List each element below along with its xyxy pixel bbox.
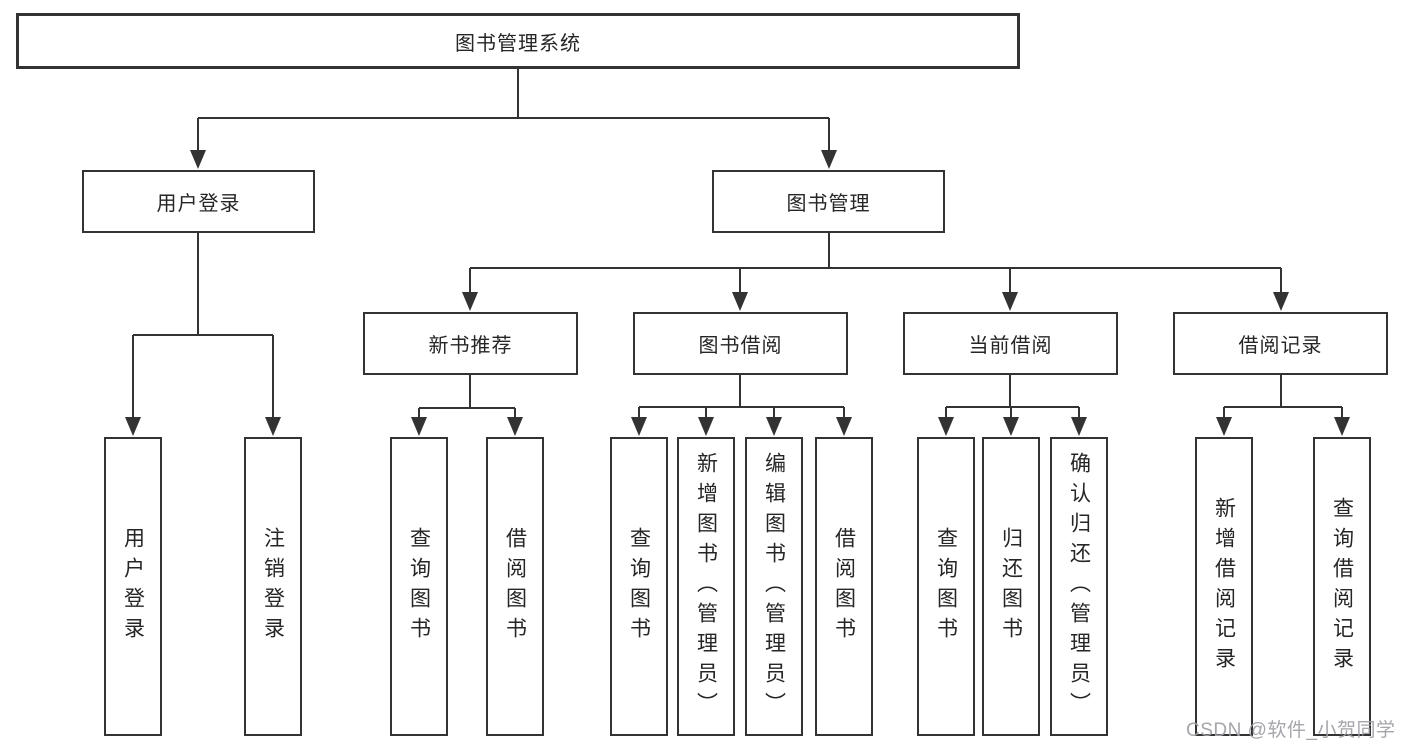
leaf-edit-book-admin: 编辑图书（管理员） xyxy=(745,437,803,736)
leaf-label: 新增借阅记录 xyxy=(1212,496,1236,677)
leaf-label: 查询图书 xyxy=(934,526,958,647)
connector-book-management-to-modules xyxy=(462,233,1289,311)
leaf-borrow-books-borrow: 借阅图书 xyxy=(815,437,873,736)
node-user-login-branch: 用户登录 xyxy=(82,170,315,233)
leaf-query-books-borrow: 查询图书 xyxy=(610,437,668,736)
leaf-label: 借阅图书 xyxy=(832,526,856,647)
node-root: 图书管理系统 xyxy=(16,13,1020,69)
leaf-query-books-current: 查询图书 xyxy=(917,437,975,736)
leaf-label: 借阅图书 xyxy=(503,526,527,647)
node-book-management: 图书管理 xyxy=(712,170,945,233)
connector-borrow-records-leaves xyxy=(1216,375,1350,436)
leaf-label: 归还图书 xyxy=(999,526,1023,647)
leaf-borrow-books-recommend: 借阅图书 xyxy=(486,437,544,736)
leaf-add-borrow-record: 新增借阅记录 xyxy=(1195,437,1253,736)
leaf-add-book-admin: 新增图书（管理员） xyxy=(677,437,735,736)
leaf-query-borrow-record: 查询借阅记录 xyxy=(1313,437,1371,736)
leaf-label: 确认归还（管理员） xyxy=(1067,451,1091,722)
leaf-user-login: 用户登录 xyxy=(104,437,162,736)
leaf-confirm-return-admin: 确认归还（管理员） xyxy=(1050,437,1108,736)
connector-root-to-branches xyxy=(190,69,837,169)
node-label: 借阅记录 xyxy=(1238,335,1323,357)
leaf-query-books-recommend: 查询图书 xyxy=(390,437,448,736)
leaf-label: 注销登录 xyxy=(261,526,285,647)
node-borrow-records: 借阅记录 xyxy=(1173,312,1388,375)
csdn-watermark: CSDN @软件_小贺同学 xyxy=(1186,720,1396,741)
leaf-label: 编辑图书（管理员） xyxy=(762,451,786,722)
leaf-label: 查询借阅记录 xyxy=(1330,496,1354,677)
connector-user-login-branch xyxy=(125,233,281,436)
leaf-logout: 注销登录 xyxy=(244,437,302,736)
connector-book-borrow-leaves xyxy=(631,375,852,436)
connector-current-borrow-leaves xyxy=(938,375,1087,436)
connector-new-book-recommend-leaves xyxy=(411,375,523,436)
node-label: 图书借阅 xyxy=(698,335,783,357)
leaf-label: 查询图书 xyxy=(627,526,651,647)
leaf-label: 用户登录 xyxy=(121,526,145,647)
node-new-book-recommend: 新书推荐 xyxy=(363,312,578,375)
node-label: 图书管理 xyxy=(786,193,871,215)
node-label: 用户登录 xyxy=(156,193,241,215)
node-root-label: 图书管理系统 xyxy=(455,32,581,55)
node-label: 新书推荐 xyxy=(428,335,513,357)
node-label: 当前借阅 xyxy=(968,335,1053,357)
leaf-label: 查询图书 xyxy=(407,526,431,647)
leaf-return-book: 归还图书 xyxy=(982,437,1040,736)
leaf-label: 新增图书（管理员） xyxy=(694,451,718,722)
node-current-borrow: 当前借阅 xyxy=(903,312,1118,375)
node-book-borrow: 图书借阅 xyxy=(633,312,848,375)
